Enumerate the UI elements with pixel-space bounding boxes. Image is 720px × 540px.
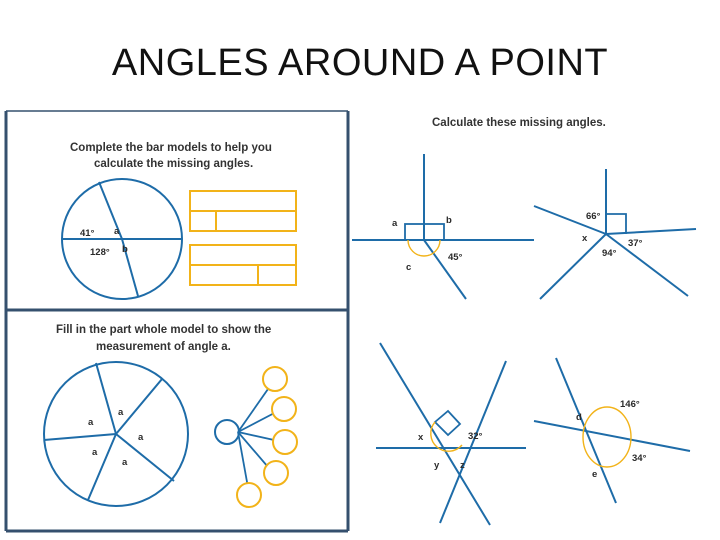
angle-label-b: b	[122, 244, 128, 255]
angle-label-128: 128°	[90, 247, 110, 258]
diagram1-label-a: a	[392, 218, 398, 229]
diagram-2: 66° x 37° 94°	[533, 169, 697, 300]
diagram3-label-x: x	[418, 432, 424, 443]
bottom-diagrams: x 32° y z 146° d 34° e	[376, 342, 691, 526]
part-circle-3	[272, 429, 298, 455]
diagram2-label-66: 66°	[586, 211, 601, 222]
angle-label-41: 41°	[80, 228, 95, 239]
diagram1-label-c: c	[406, 262, 411, 273]
angle-circle-diagram: 41° a 128° b	[61, 178, 183, 300]
missing-angles-panel: Calculate these missing angles. a b c 45…	[352, 117, 697, 300]
part-whole-label-a-3: a	[138, 432, 144, 443]
part-whole-label-a-4: a	[92, 447, 98, 458]
part-whole-label-a-2: a	[88, 417, 94, 428]
missing-angles-heading: Calculate these missing angles.	[432, 117, 606, 129]
diagram-3: x 32° y z	[376, 342, 526, 526]
worksheet-image: Complete the bar models to help you calc…	[4, 109, 716, 533]
diagram4-label-34: 34°	[632, 453, 647, 464]
panel-frames	[4, 110, 350, 533]
diagram2-label-x: x	[582, 233, 588, 244]
part-circle-5	[236, 482, 262, 508]
bar-model-2	[189, 244, 297, 286]
diagram-4: 146° d 34° e	[533, 357, 691, 504]
diagram-1: a b c 45°	[352, 154, 534, 300]
diagram1-label-b: b	[446, 215, 452, 226]
diagram4-label-e: e	[592, 469, 597, 480]
diagram2-label-94: 94°	[602, 248, 617, 259]
whole-circle	[214, 419, 240, 445]
diagram1-label-45: 45°	[448, 252, 463, 263]
part-circle-2	[271, 396, 297, 422]
bar-model-instruction-line2: calculate the missing angles.	[94, 158, 253, 170]
diagram2-label-37: 37°	[628, 238, 643, 249]
part-whole-label-a-1: a	[118, 407, 124, 418]
part-whole-model	[214, 366, 298, 508]
bar-model-instruction-line1: Complete the bar models to help you	[70, 142, 272, 154]
diagram4-label-146: 146°	[620, 399, 640, 410]
part-whole-circle-diagram: a a a a a	[43, 361, 189, 507]
angle-label-a: a	[114, 226, 120, 237]
part-whole-panel: Fill in the part whole model to show the…	[43, 324, 298, 508]
bar-model-panel: Complete the bar models to help you calc…	[61, 142, 297, 300]
diagram3-label-z: z	[460, 460, 465, 471]
part-circle-4	[263, 460, 289, 486]
part-whole-label-a-5: a	[122, 457, 128, 468]
diagram3-label-y: y	[434, 460, 440, 471]
part-whole-instruction-line2: measurement of angle a.	[96, 341, 231, 353]
diagram4-label-d: d	[576, 412, 582, 423]
diagram3-label-32: 32°	[468, 431, 483, 442]
bar-model-1	[189, 190, 297, 232]
part-whole-instruction-line1: Fill in the part whole model to show the	[56, 324, 271, 336]
slide-title: ANGLES AROUND A POINT	[111, 42, 609, 84]
part-circle-1	[262, 366, 288, 392]
